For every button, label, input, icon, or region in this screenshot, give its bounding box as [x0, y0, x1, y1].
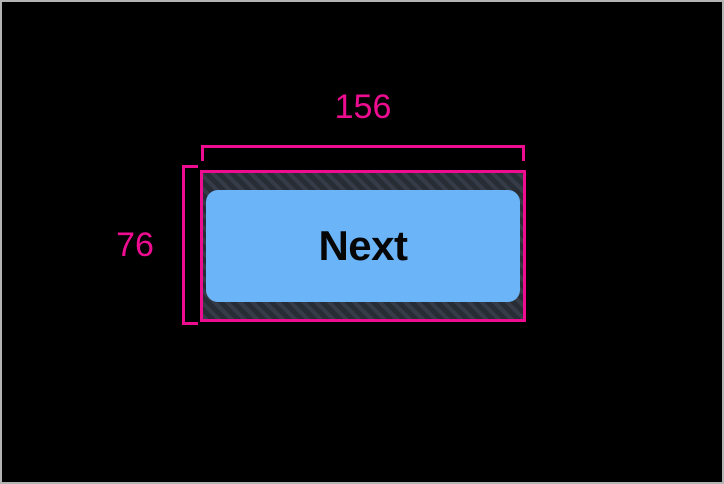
width-dimension-tick-end: [522, 145, 525, 161]
height-dimension-line: [182, 165, 185, 325]
next-button-label: Next: [318, 222, 408, 269]
width-dimension-line: [201, 145, 525, 148]
height-dimension-tick-end: [182, 322, 198, 325]
width-dimension-value: 156: [334, 88, 392, 126]
height-dimension-bracket: [182, 165, 200, 325]
element-bounding-box: Next: [200, 170, 526, 322]
height-dimension-tick-start: [182, 165, 198, 168]
width-dimension-tick-start: [201, 145, 204, 161]
height-dimension-value: 76: [116, 226, 154, 264]
next-button[interactable]: Next: [206, 190, 520, 302]
width-dimension-bracket: [201, 145, 525, 163]
